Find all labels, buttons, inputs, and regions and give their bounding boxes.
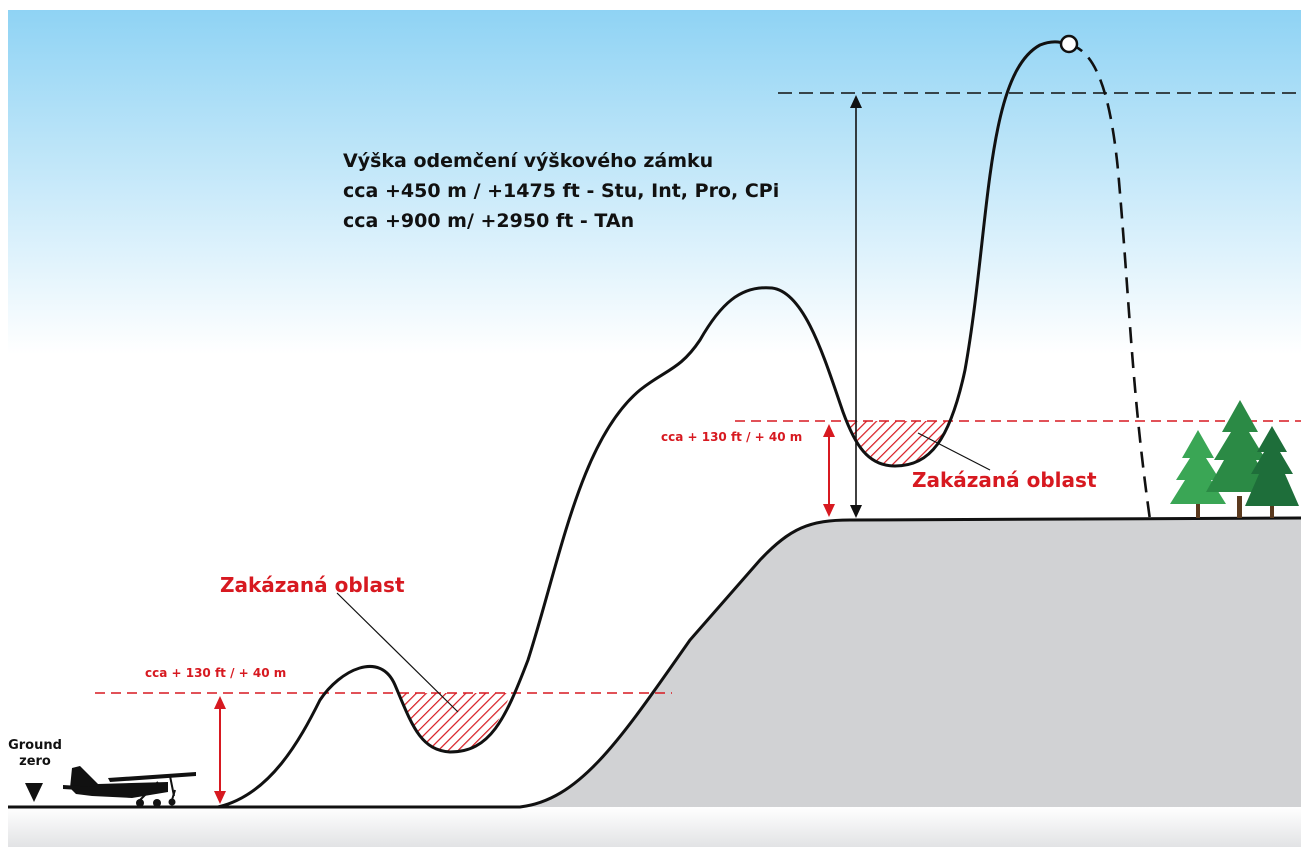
left-height-arrow [214,696,226,804]
unlock-altitude-arrow [850,95,862,518]
ground-zero-label: Ground zero [6,738,64,770]
unlock-label-line-2: cca +450 m / +1475 ft - Stu, Int, Pro, C… [343,180,780,202]
terrain-outline [8,516,1301,809]
tree-icon [1245,426,1299,518]
right-zone-leader [917,432,991,471]
right-forbidden-zone [840,421,950,466]
right-height-label: cca + 130 ft / + 40 m [661,430,803,444]
unlock-label-line-1: Výška odemčení výškového zámku [343,150,714,172]
ground-zero-marker-icon [25,783,43,802]
ground-shadow [8,807,1301,847]
flight-path-descent [1067,42,1152,521]
ground-zero-line-1: Ground [8,738,62,753]
unlock-label-line-3: cca +900 m/ +2950 ft - TAn [343,210,635,232]
left-zone-leader [336,592,459,713]
terrain-hill [520,518,1301,807]
flight-path [217,40,1069,809]
unlock-altitude-label: Výška odemčení výškového zámku cca +450 … [343,146,779,236]
right-height-arrow [823,424,835,517]
left-forbidden-zone-label: Zakázaná oblast [220,573,405,597]
left-forbidden-zone [400,693,515,752]
right-forbidden-zone-label: Zakázaná oblast [912,468,1097,492]
left-height-label: cca + 130 ft / + 40 m [145,666,287,680]
sky-background [8,10,1301,430]
apex-marker [1059,34,1079,54]
ground-zero-line-2: zero [19,754,51,769]
airplane-icon [63,766,196,807]
